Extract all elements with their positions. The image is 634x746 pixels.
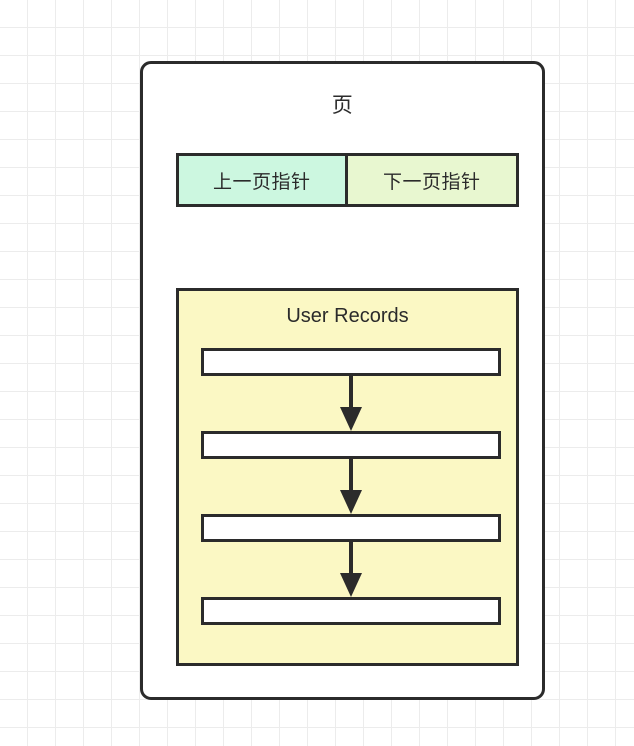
next-page-pointer[interactable]: 下一页指针 — [347, 156, 516, 204]
record-row[interactable] — [201, 431, 501, 459]
record-row[interactable] — [201, 514, 501, 542]
prev-page-pointer[interactable]: 上一页指针 — [179, 156, 348, 204]
page-container: 页 上一页指针 下一页指针 User Records — [140, 61, 545, 700]
user-records-list — [201, 348, 501, 625]
arrow-shaft-icon — [349, 542, 353, 578]
user-records-title: User Records — [286, 305, 409, 327]
arrow-down-icon — [340, 407, 362, 431]
arrow-down-icon — [340, 490, 362, 514]
page-pointer-row: 上一页指针 下一页指针 — [176, 153, 519, 207]
record-row[interactable] — [201, 348, 501, 376]
arrow-down-icon — [340, 573, 362, 597]
record-row[interactable] — [201, 597, 501, 625]
arrow-shaft-icon — [349, 459, 353, 495]
page-title: 页 — [331, 94, 354, 117]
record-connector — [201, 459, 501, 514]
record-connector — [201, 376, 501, 431]
user-records-container: User Records — [176, 288, 519, 666]
arrow-shaft-icon — [349, 376, 353, 412]
record-connector — [201, 542, 501, 597]
